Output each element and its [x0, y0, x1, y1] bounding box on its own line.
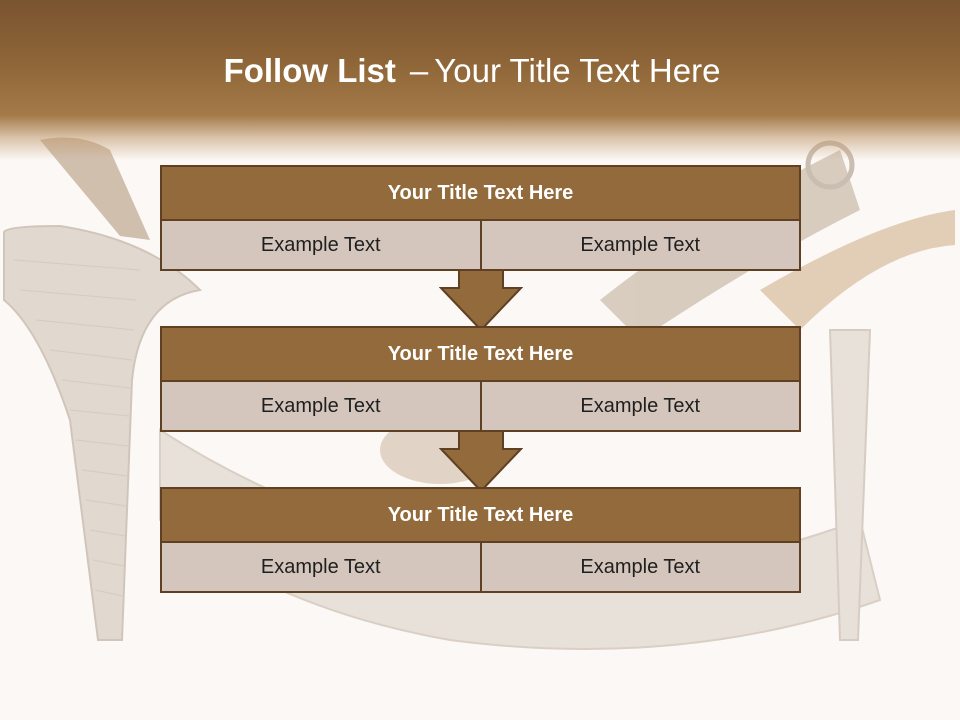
- slide-title-bold: Follow List: [223, 52, 396, 89]
- block-cell[interactable]: Example Text: [481, 543, 801, 593]
- slide-title: Follow List–Your Title Text Here: [0, 52, 944, 90]
- list-block: Your Title Text Here Example Text Exampl…: [160, 165, 801, 271]
- slide-title-rest: Your Title Text Here: [434, 52, 721, 89]
- block-row: Example Text Example Text: [160, 221, 801, 271]
- block-title[interactable]: Your Title Text Here: [160, 326, 801, 382]
- block-cell[interactable]: Example Text: [160, 382, 482, 432]
- block-cell[interactable]: Example Text: [160, 221, 482, 271]
- header-band: [0, 0, 960, 160]
- list-block: Your Title Text Here Example Text Exampl…: [160, 487, 801, 593]
- down-arrow-icon: [439, 431, 523, 493]
- slide-title-dash: –: [409, 52, 429, 89]
- block-row: Example Text Example Text: [160, 382, 801, 432]
- block-title[interactable]: Your Title Text Here: [160, 487, 801, 543]
- down-arrow-icon: [439, 270, 523, 332]
- list-block: Your Title Text Here Example Text Exampl…: [160, 326, 801, 432]
- block-cell[interactable]: Example Text: [160, 543, 482, 593]
- block-cell[interactable]: Example Text: [481, 221, 801, 271]
- block-cell[interactable]: Example Text: [481, 382, 801, 432]
- block-row: Example Text Example Text: [160, 543, 801, 593]
- block-title[interactable]: Your Title Text Here: [160, 165, 801, 221]
